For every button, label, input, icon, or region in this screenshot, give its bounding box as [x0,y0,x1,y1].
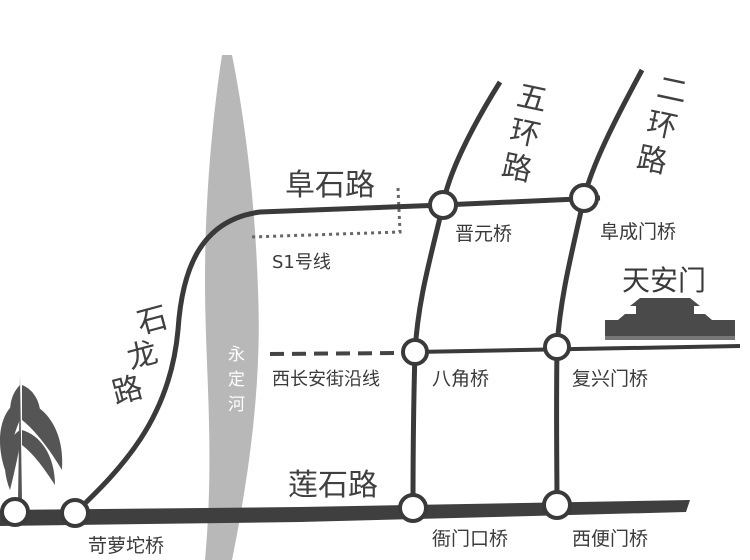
node-fuchengmen [569,183,599,213]
river-label-2: 定 [228,370,245,390]
xibianmen-bridge-label: 西便门桥 [572,528,648,550]
shilong-label-3: 路 [109,370,147,412]
fifth-ring-label-3: 路 [499,148,536,188]
node-keluotuo [60,498,90,528]
xichangan-dashed [269,351,401,356]
node-yamenkou [398,493,428,523]
xichangan-label: 西长安街沿线 [272,369,380,390]
s1-line-label: S1号线 [272,252,331,273]
fushi-road-label: 阜石路 [285,168,375,203]
second-ring-label-2: 环 [644,105,681,145]
second-ring-road [554,68,645,506]
river-label-3: 河 [228,395,245,415]
node-left [0,497,30,527]
bajiao-bridge-label: 八角桥 [432,368,489,390]
fushi-road [73,195,601,515]
node-jinyuan [428,190,458,220]
keluotuo-bridge-label: 苛萝坨桥 [88,535,164,557]
xichangan-road [414,344,741,354]
s1-line [249,187,402,239]
second-ring-label-1: 二 [654,70,691,110]
fuchengmen-bridge-label: 阜成门桥 [600,221,676,243]
tree-icon [0,375,63,500]
lianshi-road [0,500,690,526]
yamenkou-bridge-label: 衙门口桥 [432,528,508,550]
fifth-ring-label-1: 五 [514,78,551,118]
node-bajiao [401,338,429,366]
second-ring-label-3: 路 [634,140,671,180]
fifth-ring-label-2: 环 [507,113,544,153]
tiananmen-icon [605,298,735,340]
tiananmen-label: 天安门 [622,264,706,297]
jinyuan-bridge-label: 晋元桥 [455,223,512,245]
node-fuxingmen [543,333,571,361]
lianshi-label: 莲石路 [288,468,378,503]
shilong-label-2: 龙 [124,335,162,377]
fuxingmen-bridge-label: 复兴门桥 [572,368,648,390]
node-xibianmen [542,490,572,520]
fifth-ring-road [410,80,503,509]
yongding-river [205,55,259,560]
river-label-1: 永 [228,345,245,365]
